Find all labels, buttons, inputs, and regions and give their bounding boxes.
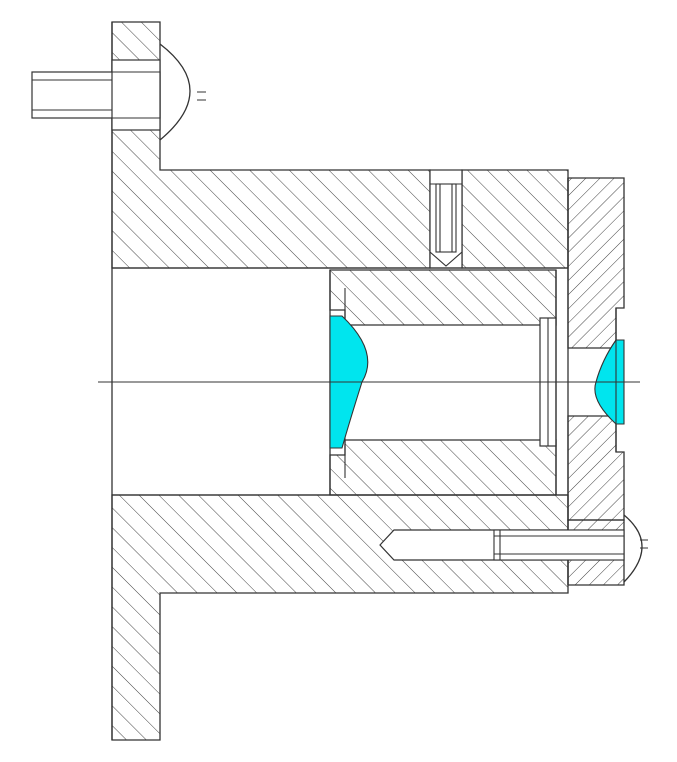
set-screw-icon bbox=[429, 183, 463, 267]
housing-upper-section bbox=[111, 21, 431, 269]
slotted-cheese-head-screw-icon bbox=[31, 43, 206, 141]
lens-sleeve-upper bbox=[329, 269, 557, 326]
housing-upper-right-section bbox=[461, 169, 569, 269]
lens-sleeve-lower bbox=[329, 439, 557, 496]
slotted-cheese-head-screw-icon-bottom bbox=[493, 514, 648, 583]
